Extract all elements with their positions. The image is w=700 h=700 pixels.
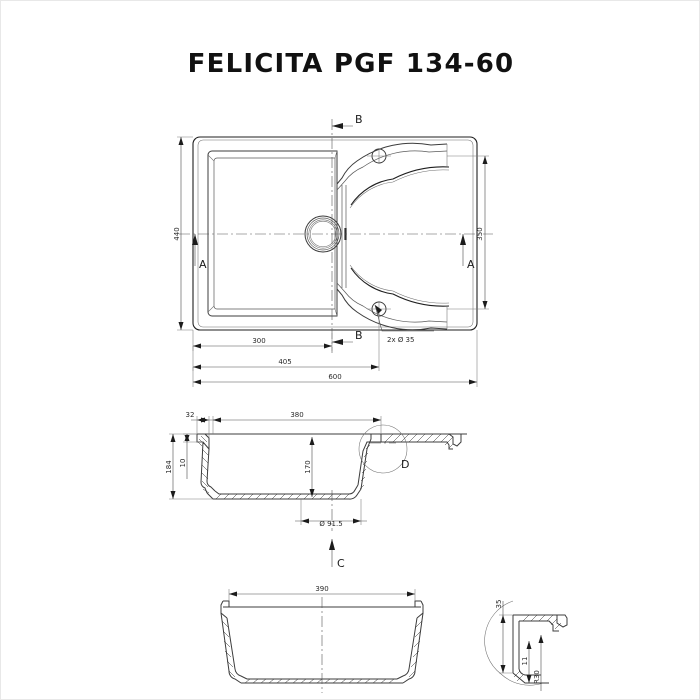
callout-tap-holes-label: 2x Ø 35 bbox=[387, 336, 414, 344]
dimension-390-label: 390 bbox=[315, 585, 328, 593]
detail-d-group: 35 11 R30 bbox=[484, 600, 568, 691]
section-a-bottom-inner bbox=[214, 484, 359, 495]
dimension-440-label: 440 bbox=[173, 227, 181, 240]
section-a-hatch-bottom bbox=[215, 493, 350, 500]
section-b-outer-wall-right bbox=[402, 612, 424, 684]
bowl-rim-inner bbox=[213, 157, 336, 310]
drainboard-upper-scallop-inner bbox=[336, 150, 448, 191]
svg-text:A: A bbox=[199, 258, 207, 271]
dimension-184-label: 184 bbox=[165, 460, 173, 474]
section-a-hatch-right-wall bbox=[359, 444, 371, 490]
dimension-600: 600 bbox=[192, 330, 478, 387]
detail-d-label: D bbox=[401, 458, 409, 471]
dimension-11: 11 bbox=[521, 641, 532, 683]
dimension-380: 380 bbox=[212, 411, 382, 434]
dimension-170: 170 bbox=[304, 437, 315, 497]
detail-d-inner-wall bbox=[512, 615, 520, 673]
section-b-right-rim bbox=[414, 600, 424, 619]
dimension-drain-diameter-label: Ø 91.5 bbox=[319, 520, 342, 528]
dimension-10-label: 10 bbox=[179, 459, 187, 468]
section-a-hatch-left-wall bbox=[201, 448, 210, 494]
dimension-405-label: 405 bbox=[278, 358, 291, 366]
dimension-440: 440 bbox=[173, 136, 193, 331]
dimension-350-label: 350 bbox=[476, 227, 484, 240]
section-a-hatch-drainboard bbox=[384, 433, 454, 449]
section-b-left-rim bbox=[220, 600, 230, 619]
section-a-inner-wall-right bbox=[357, 434, 382, 486]
section-a-left-rim-lip bbox=[196, 433, 210, 451]
svg-text:B: B bbox=[355, 329, 363, 342]
section-b-inner-wall-left bbox=[226, 617, 248, 680]
detail-d-underside bbox=[519, 620, 559, 632]
section-b-hatch-bottom bbox=[244, 678, 395, 684]
section-mark-c: C bbox=[329, 539, 345, 570]
drainboard-lower-scallop-inner bbox=[336, 282, 448, 323]
top-view-group: A A B B bbox=[173, 113, 493, 387]
detail-d-top-surface bbox=[513, 614, 568, 628]
dimension-35-label: 35 bbox=[495, 600, 503, 609]
section-b-hatch-right bbox=[408, 620, 423, 678]
dimension-405: 405 bbox=[192, 317, 380, 371]
detail-d-marker: D bbox=[358, 424, 409, 474]
dimension-390: 390 bbox=[228, 585, 416, 601]
dimension-600-label: 600 bbox=[328, 373, 341, 381]
detail-d-lower-inner bbox=[518, 668, 541, 676]
sink-outer-outline bbox=[192, 136, 478, 331]
section-b-inner-wall-right bbox=[396, 617, 418, 680]
drainboard-flute-upper bbox=[350, 166, 450, 206]
drainboard-flute-upper-edge bbox=[349, 169, 450, 209]
dimension-170-label: 170 bbox=[304, 460, 312, 473]
drainboard-flute-lower-edge bbox=[349, 264, 450, 304]
dimension-r30: R30 bbox=[533, 635, 544, 691]
drainboard-lower-scallop bbox=[336, 288, 448, 331]
callout-tap-holes: 2x Ø 35 bbox=[374, 304, 434, 344]
svg-text:A: A bbox=[467, 258, 475, 271]
dimension-drain-diameter: Ø 91.5 bbox=[295, 499, 367, 528]
section-a-outer-wall-left bbox=[200, 441, 208, 494]
section-a-inner-wall-left bbox=[206, 448, 216, 492]
section-a-outer-wall-right bbox=[360, 434, 372, 490]
section-a-a-group: D 32 380 bbox=[165, 411, 467, 570]
section-mark-b-bottom: B bbox=[332, 329, 363, 345]
dimension-350: 350 bbox=[447, 155, 489, 310]
drainboard-flute-lower bbox=[350, 267, 450, 307]
dimension-r30-label: R30 bbox=[533, 670, 541, 684]
dimension-35: 35 bbox=[495, 600, 513, 674]
section-b-hatch-left bbox=[221, 620, 236, 678]
dimension-32-label: 32 bbox=[186, 411, 195, 419]
section-a-bottom-outer bbox=[206, 488, 362, 500]
page-title: FELICITA PGF 134-60 bbox=[187, 49, 515, 79]
dimension-300-label: 300 bbox=[252, 337, 265, 345]
section-mark-b-top: B bbox=[332, 113, 363, 129]
bowl-rim-outer bbox=[207, 150, 338, 317]
svg-text:B: B bbox=[355, 113, 363, 126]
bowl-corner-chamfers bbox=[207, 150, 338, 317]
dimension-10: 10 bbox=[179, 433, 203, 479]
section-mark-a-right: A bbox=[460, 234, 475, 271]
detail-d-boundary bbox=[484, 600, 544, 686]
tap-hole-upper bbox=[367, 148, 391, 164]
dimension-300: 300 bbox=[192, 330, 333, 351]
section-mark-a-left: A bbox=[192, 234, 207, 271]
dimension-380-label: 380 bbox=[290, 411, 303, 419]
section-mark-c-label: C bbox=[337, 557, 345, 570]
detail-d-hatch bbox=[513, 614, 562, 682]
sink-outer-inner-edge bbox=[197, 139, 474, 328]
dimension-11-label: 11 bbox=[521, 657, 529, 666]
dimension-32: 32 bbox=[186, 411, 215, 438]
section-b-b-group: 390 bbox=[220, 585, 424, 693]
drainboard-upper-scallop bbox=[336, 142, 448, 185]
section-b-outer-wall-left bbox=[220, 612, 242, 684]
